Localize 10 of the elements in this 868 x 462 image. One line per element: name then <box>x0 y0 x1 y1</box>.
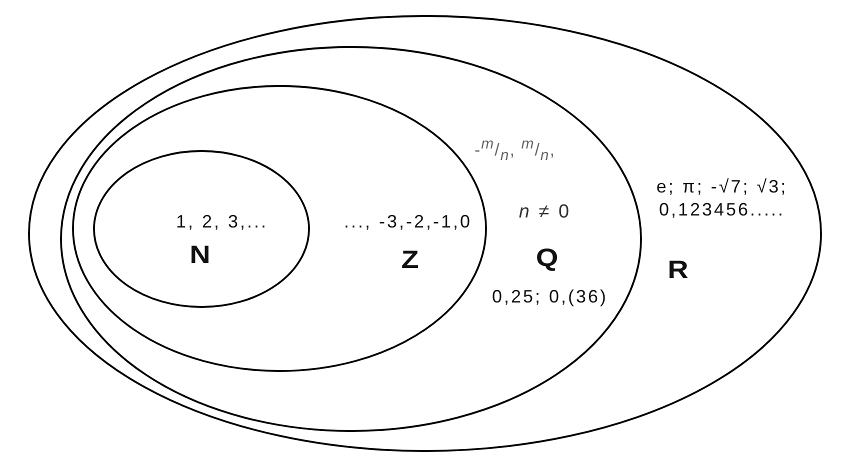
set-symbol: N <box>190 240 210 271</box>
number-examples: ..., -3,-2,-1,0 <box>344 210 472 234</box>
set-symbol: Q <box>536 242 558 274</box>
number-examples: 0,25; 0,(36) <box>492 285 608 308</box>
fraction-expression: -$^{m}$/$_{n}$, $^{m}$/$_{n}$, <box>474 134 556 166</box>
number-examples: 1, 2, 3,... <box>176 210 268 234</box>
condition-text: n ≠ 0 <box>518 200 572 225</box>
set-symbol: R <box>668 254 688 286</box>
set-symbol: Z <box>401 244 419 276</box>
number-examples: e; π; -√7; √3; 0,123456..... <box>655 176 789 222</box>
